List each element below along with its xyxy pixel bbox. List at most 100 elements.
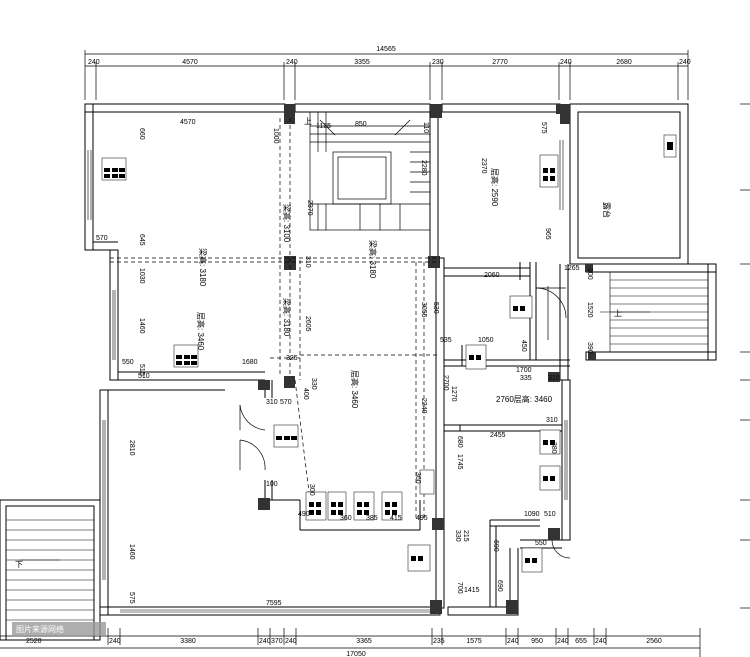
dim-label: 2810 [128,440,135,456]
dim-label: 1460 [128,544,135,560]
terrace-label: 露台 [602,202,612,218]
dim-label: 310 [548,375,560,382]
bottom-dim: 2520 [26,638,42,645]
room-height-label: 2760层高: 3460 [496,394,553,404]
dim-label: 330 [454,530,461,542]
bottom-dim: 3365 [356,638,372,645]
dim-label: 300 [586,268,593,280]
dim-label: 645 [138,234,145,246]
bottom-dim: 240 [259,638,271,645]
dim-label: 1270 [450,386,457,402]
right-dimension-ticks [740,103,750,609]
dim-label: 1000 [272,128,279,144]
dim-label: 4570 [180,119,196,126]
bottom-dim: 655 [575,638,587,645]
bottom-dim: 240 [285,638,297,645]
dim-label: 110 [422,122,429,133]
dim-label: 570 [96,235,108,242]
dim-label: 3055 [420,302,427,318]
top-dim: 3355 [354,59,370,66]
dim-label: 215 [462,530,469,542]
bottom-dim: 2560 [646,638,662,645]
dim-label: 2370 [306,200,313,216]
beam-height-label: 梁高: 3180 [198,248,208,287]
watermark-text: 图片来源网络 [16,624,64,634]
bottom-dim: 235 [433,638,445,645]
dim-label: 490 [298,511,310,518]
dim-label: 1700 [516,367,532,374]
bottom-dimension-chain [0,628,701,657]
stair-up-label: 上 [304,117,312,126]
dim-label: 2060 [484,272,500,279]
bottom-total-dim: 17050 [346,651,366,657]
dim-label: 1680 [242,359,258,366]
bottom-dim: 240 [557,638,569,645]
dim-label: 2240 [420,398,427,414]
dim-label: 2605 [304,316,311,332]
top-dim: 230 [432,59,444,66]
dim-label: 690 [492,540,499,552]
dim-label: 1050 [478,337,494,344]
dim-label: 575 [540,122,547,134]
room-height-label: 层高: 3460 [350,370,360,409]
dim-label: 550 [122,359,134,366]
dim-label: 2280 [420,160,427,176]
dim-label: 100 [266,481,278,488]
dim-label: 325 [286,355,298,362]
dim-label: 415 [390,515,402,522]
top-dim: 240 [560,59,572,66]
interior-dimensions: 4570 660 1000 1125 850 110 2280 2370 237… [96,119,593,607]
dim-label: 450 [520,340,527,352]
bottom-dim: 240 [109,638,121,645]
left-entry-stair [6,519,94,621]
dim-label: 360 [340,515,352,522]
dim-label: 510 [138,373,150,380]
dim-label: 535 [440,337,452,344]
dim-label: 965 [544,228,551,240]
beam-height-label: 梁高: 3100 [282,204,292,243]
dim-label: 680 [456,436,463,448]
top-dim: 2680 [616,59,632,66]
beam-height-label: 梁高: 3180 [368,240,378,279]
dim-label: 330 [310,378,317,390]
dim-label: 690 [496,580,503,592]
structural-columns [258,104,596,614]
room-height-label: 层高: 2590 [490,168,500,207]
dim-label: 530 [432,302,439,314]
dim-label: 385 [366,515,378,522]
fixture-fills [104,142,673,563]
top-total-dim: 14565 [376,46,396,53]
dim-label: 1745 [456,454,463,470]
bottom-dim: 240 [507,638,519,645]
dim-label: 1460 [138,318,145,334]
dim-label: 700 [456,582,463,594]
dim-label: 2370 [480,158,487,174]
beam-lines [110,118,440,520]
beam-height-label: 梁高: 3180 [282,298,292,337]
right-entry-stair [600,272,708,352]
room-height-label: 层高: 3460 [196,312,206,351]
dim-label: 550 [535,540,547,547]
stair-down-label: 下 [15,560,23,569]
dim-label: 2700 [442,375,449,391]
dim-label: 575 [128,592,135,604]
bottom-dim: 950 [531,638,543,645]
bottom-dim: 240 [595,638,607,645]
main-stairwell [309,111,431,231]
bottom-dim: 3380 [180,638,196,645]
dim-label: 660 [138,128,145,140]
dim-label: 510 [138,364,145,376]
top-dim: 2770 [492,59,508,66]
dim-label: 1520 [586,302,593,318]
dim-label: 570 [280,399,292,406]
dim-label: 300 [308,484,315,496]
stair-up-label: 上 [614,309,622,318]
dim-label: 310 [546,417,558,424]
dim-label: 2455 [490,432,506,439]
bottom-dim: 370 [271,638,283,645]
windows [87,140,568,613]
dim-label: 310 [304,256,311,268]
watermark-bg [12,622,106,636]
dim-label: 7595 [266,600,282,607]
